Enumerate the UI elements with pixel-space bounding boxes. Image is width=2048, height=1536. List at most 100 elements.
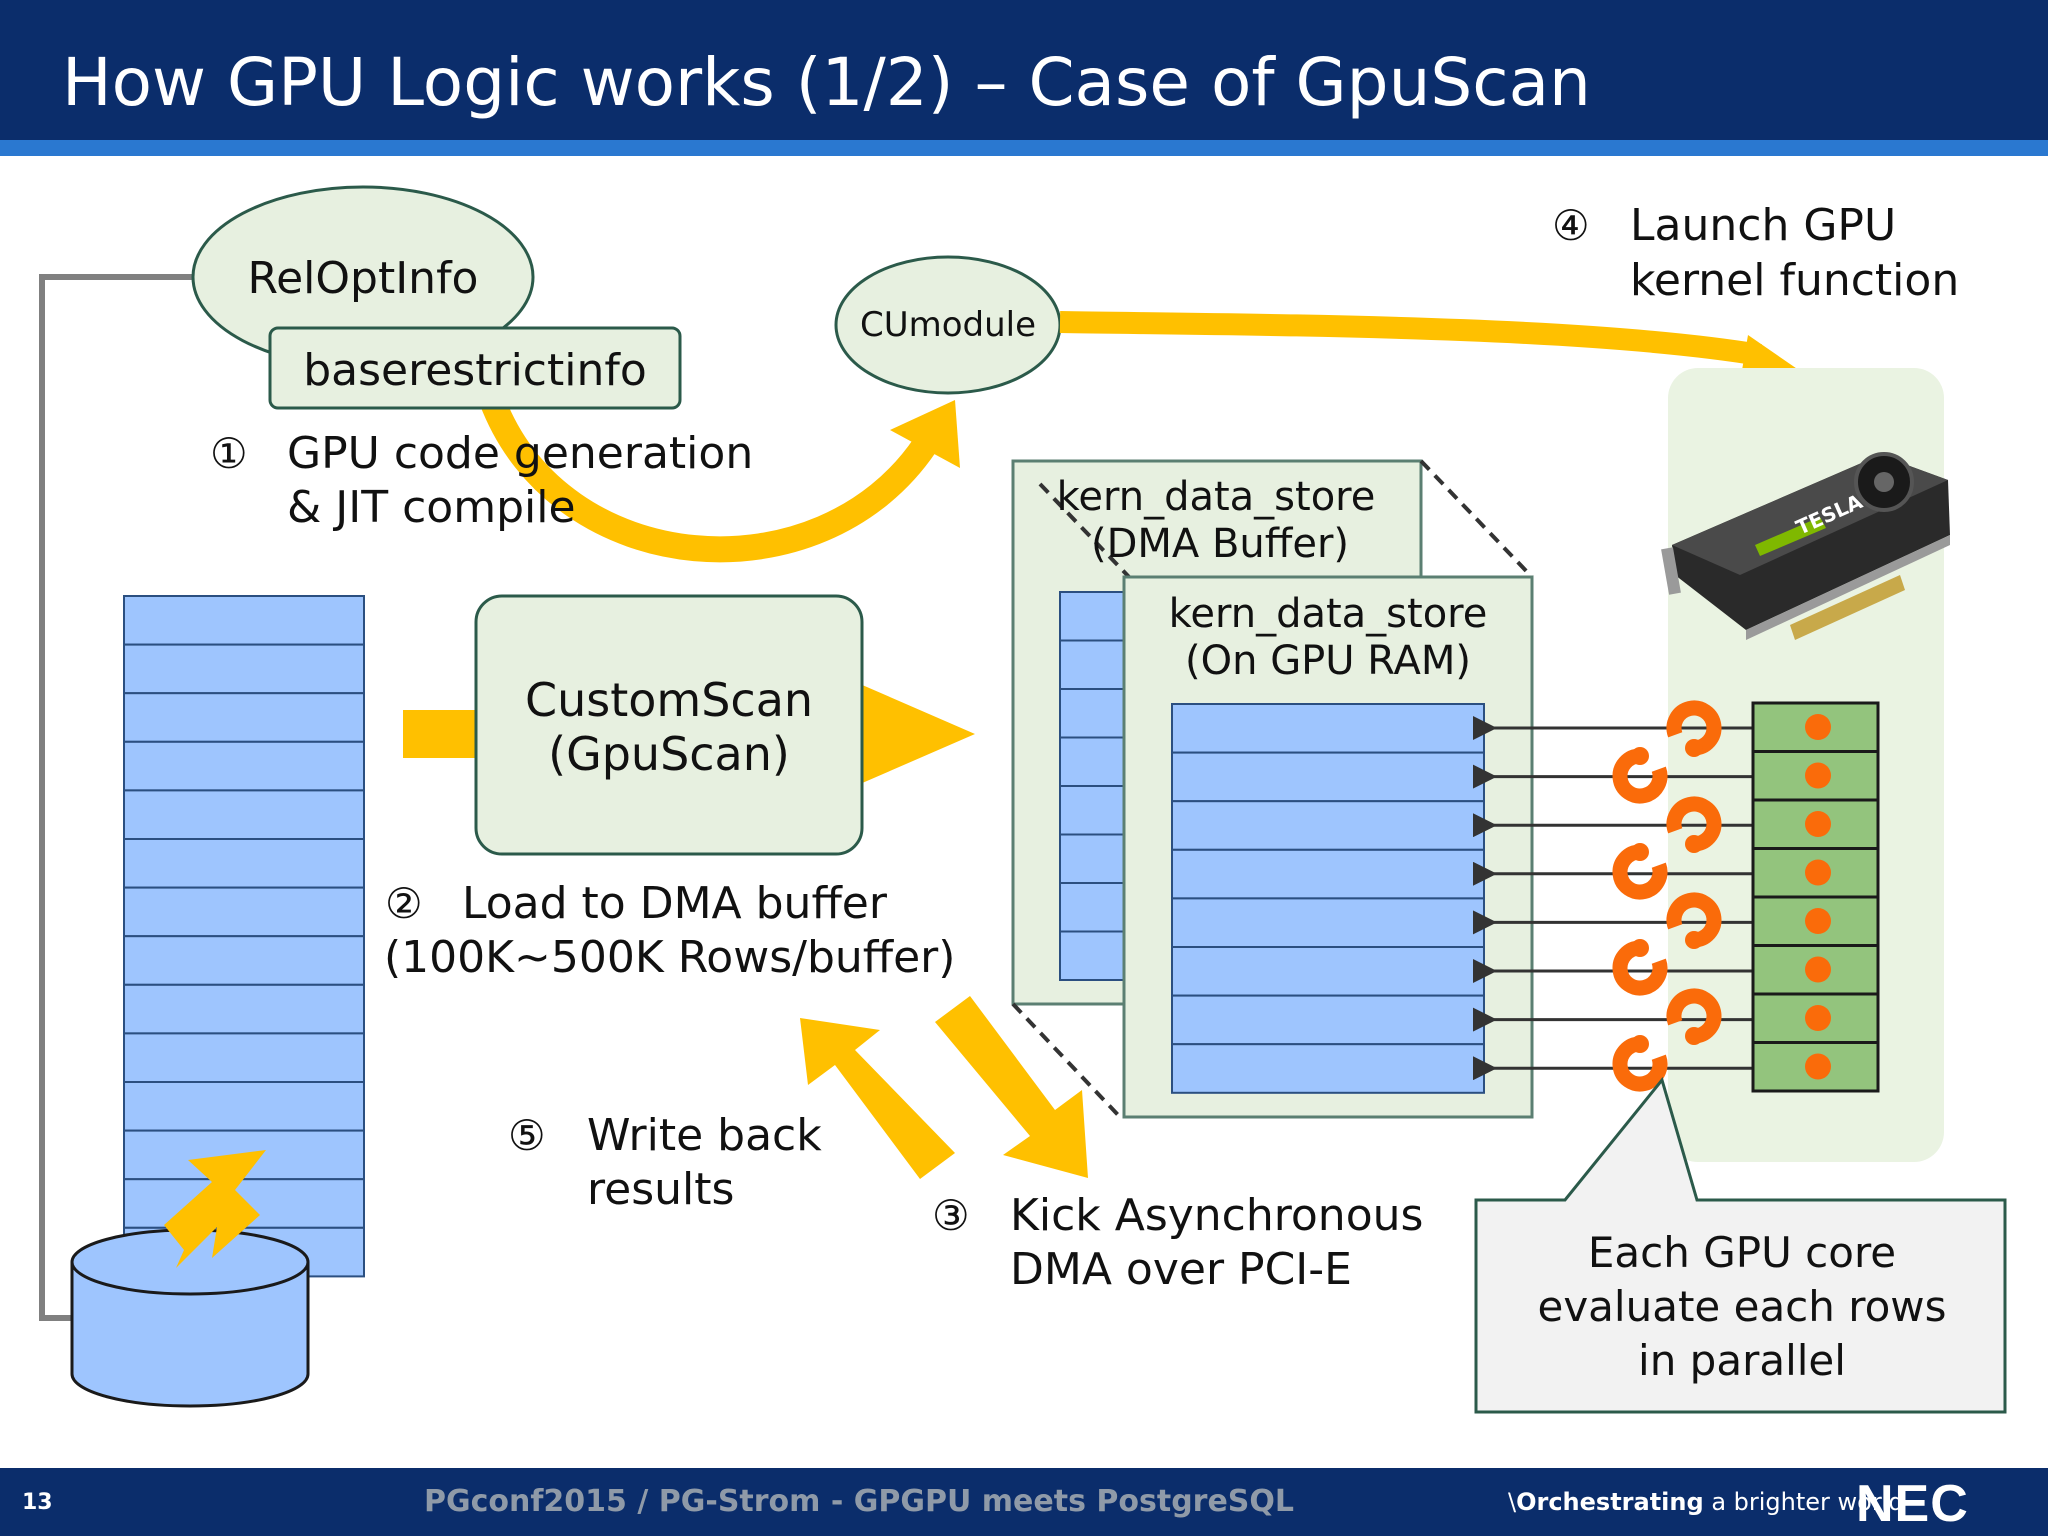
step-1-line-1: GPU code generation: [287, 428, 753, 479]
spinner-arc: [1612, 1036, 1668, 1092]
spinner-head: [1631, 747, 1649, 765]
spinner-arc: [1666, 700, 1722, 756]
codegen-curve-arrow: [479, 395, 936, 563]
spinner-head: [1631, 939, 1649, 957]
db-load-arrow: [164, 1150, 266, 1268]
spinner-head: [1685, 835, 1703, 853]
step-1-line-2: & JIT compile: [287, 482, 576, 533]
gpu-ram-row: [1171, 800, 1485, 851]
dma-row: [1059, 882, 1127, 933]
spinner-head: [1631, 843, 1649, 861]
dma-buffer-rows: [1059, 591, 1127, 981]
gpu-core-cell: [1751, 1041, 1880, 1093]
slide-title: How GPU Logic works (1/2) – Case of GpuS…: [62, 44, 1591, 121]
baserestrictinfo-label: baserestrictinfo: [303, 345, 647, 396]
page-number: 13: [22, 1490, 53, 1515]
tagline-slash: \: [1508, 1488, 1517, 1516]
callout-line-2: evaluate each rows: [1537, 1282, 1946, 1331]
step-1-number: ①: [210, 429, 248, 478]
table-row: [123, 1032, 365, 1084]
gpu-ram-row: [1171, 897, 1485, 949]
nec-logo: NEC: [1856, 1475, 1969, 1533]
customscan-label-1: CustomScan: [525, 673, 813, 727]
step-4-line-1: Launch GPU: [1630, 200, 1896, 251]
step-3-line-1: Kick Asynchronous: [1010, 1190, 1423, 1241]
gpu-ram-label-2: (On GPU RAM): [1185, 638, 1471, 684]
callout-line-3: in parallel: [1638, 1336, 1846, 1385]
launch-kernel-arrow: [1059, 311, 1762, 366]
table-row: [123, 983, 365, 1035]
title-bar: [0, 0, 2048, 140]
table-row: [123, 789, 365, 841]
gpu-core-cell: [1751, 701, 1880, 753]
gpu-ram-label-1: kern_data_store: [1169, 591, 1488, 637]
gpu-ram-row: [1171, 946, 1485, 997]
gpu-core-grid: [1751, 701, 1880, 1093]
gpu-ram-row: [1171, 994, 1485, 1046]
table-row: [123, 692, 365, 743]
customscan-node: [474, 594, 864, 856]
dma-row: [1059, 736, 1127, 787]
spinner-head: [1631, 1035, 1649, 1053]
title-accent-line: [0, 140, 2048, 156]
customscan-label-2: (GpuScan): [548, 727, 790, 781]
dma-row: [1059, 688, 1127, 739]
relation-link-line: [39, 274, 195, 1321]
spinner-arc: [1666, 892, 1722, 948]
table-row: [123, 595, 365, 646]
tagline: \Orchestrating a brighter world: [1508, 1488, 1904, 1516]
spinner-arc: [1666, 988, 1722, 1044]
step-2-line-1: Load to DMA buffer: [462, 878, 888, 929]
tagline-suffix: a brighter world: [1711, 1488, 1904, 1516]
gpu-ram-row: [1171, 703, 1485, 754]
dma-row: [1059, 591, 1127, 642]
spinner-head: [1685, 1027, 1703, 1045]
gpu-core-dot: [1805, 811, 1831, 837]
spinner-head: [1685, 739, 1703, 757]
callout-line-1: Each GPU core: [1588, 1228, 1896, 1277]
step-2-line-2: (100K~500K Rows/buffer): [384, 932, 955, 983]
spinner-arc: [1612, 748, 1668, 804]
tagline-prefix: Orchestrating: [1516, 1488, 1704, 1516]
spinner-arc: [1612, 940, 1668, 996]
gpu-ram-row: [1171, 1043, 1485, 1094]
table-rows: [123, 595, 365, 1278]
step-3-number: ③: [932, 1191, 970, 1240]
gpu-core-dot: [1805, 1053, 1831, 1080]
write-back-arrow: [800, 1018, 955, 1179]
dma-row: [1059, 639, 1127, 690]
table-row: [123, 643, 365, 695]
dma-buffer-label-1: kern_data_store: [1057, 474, 1376, 520]
codegen-arrowhead: [890, 400, 960, 468]
gpu-ram-rows: [1171, 703, 1485, 1094]
step-5-line-1: Write back: [587, 1110, 822, 1161]
dma-row: [1059, 930, 1127, 981]
gpu-core-dot: [1805, 908, 1831, 934]
step-5-number: ⑤: [508, 1111, 546, 1160]
footer-bar: 13 PGconf2015 / PG-Strom - GPGPU meets P…: [0, 1468, 2048, 1536]
step-3-line-2: DMA over PCI-E: [1010, 1244, 1352, 1295]
table-row: [123, 838, 365, 889]
gpu-core-dot: [1805, 859, 1831, 886]
step-4-number: ④: [1552, 201, 1590, 250]
spinner-arc: [1666, 796, 1722, 852]
gpu-ram-row: [1171, 751, 1485, 803]
spinner-head: [1685, 931, 1703, 949]
dma-row: [1059, 785, 1127, 836]
table-row: [123, 935, 365, 986]
step-2-number: ②: [385, 879, 423, 928]
gpu-core-dot: [1805, 762, 1831, 789]
gpu-card-icon: TESLA: [1661, 452, 1950, 640]
gpu-core-dot: [1805, 714, 1831, 740]
step-4-line-2: kernel function: [1630, 255, 1959, 306]
gpu-thread-spinners: [1612, 700, 1722, 1092]
table-row: [123, 740, 365, 792]
reloptinfo-label: RelOptInfo: [248, 253, 479, 304]
callout-box: [1474, 1076, 2007, 1414]
cumodule-label: CUmodule: [860, 305, 1036, 345]
gpu-core-dot: [1805, 956, 1831, 983]
step-5-line-2: results: [587, 1164, 734, 1215]
kick-dma-arrow: [935, 996, 1088, 1178]
table-row: [123, 1081, 365, 1132]
